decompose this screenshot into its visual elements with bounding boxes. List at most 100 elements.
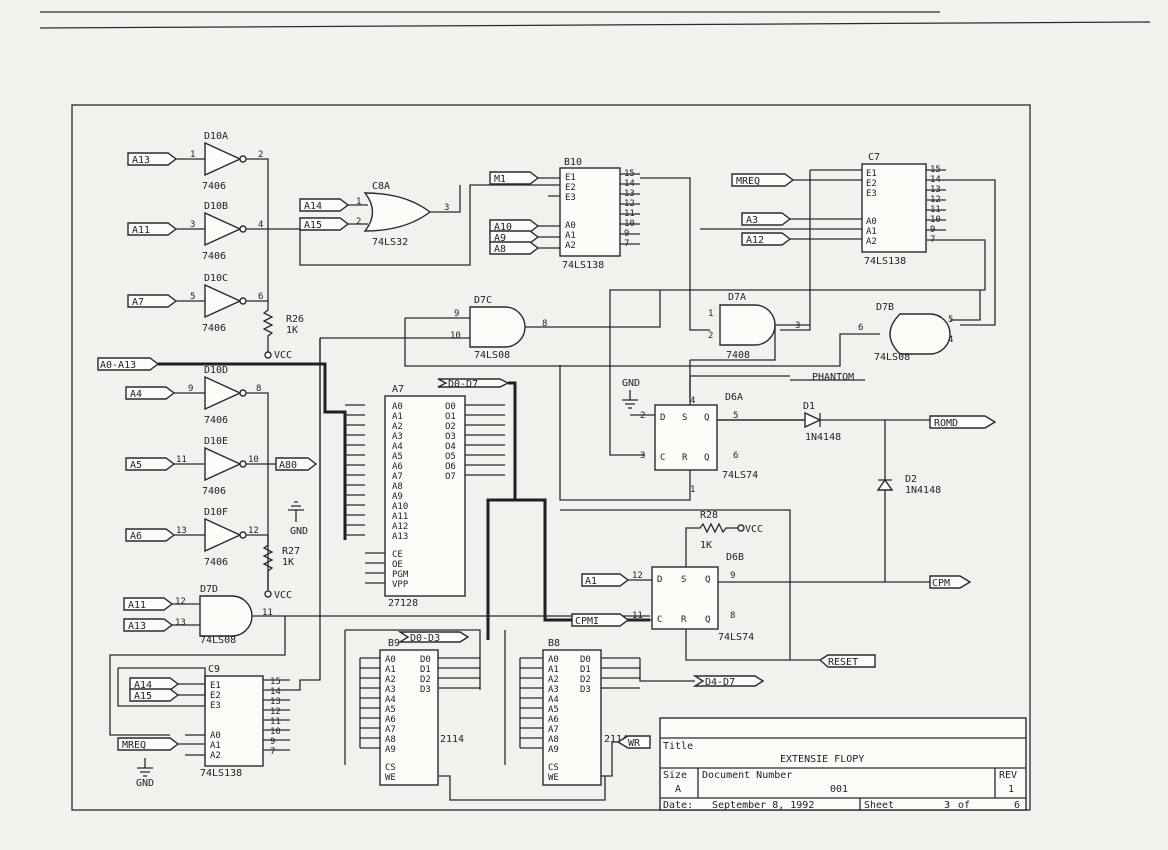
port-a6: A6 [125,528,176,542]
svg-text:E1: E1 [565,173,576,183]
svg-text:R28: R28 [700,510,718,521]
svg-text:D7A: D7A [728,292,746,303]
svg-text:D3: D3 [420,685,431,695]
svg-text:A9: A9 [548,745,559,755]
port-m1: M1 [489,171,540,185]
svg-text:Q: Q [704,453,709,463]
sheet-value: 3 [944,800,950,811]
svg-text:D10F: D10F [204,507,228,518]
d10b-part: 7406 [202,251,226,262]
svg-text:A3: A3 [392,432,403,442]
svg-text:A0-A13: A0-A13 [100,360,136,371]
svg-text:1K: 1K [282,557,294,568]
svg-text:1: 1 [356,197,361,207]
svg-text:A9: A9 [494,233,506,244]
svg-text:M1: M1 [494,174,506,185]
svg-text:5: 5 [190,292,195,302]
d10b-ref: D10B [204,201,228,212]
svg-text:A6: A6 [548,715,559,725]
svg-text:8: 8 [542,319,547,329]
port-reset: RESET [818,654,876,668]
svg-text:9: 9 [730,571,735,581]
svg-text:A12: A12 [392,522,408,532]
svg-text:A6: A6 [385,715,396,725]
svg-text:O0: O0 [445,402,456,412]
svg-text:6: 6 [733,451,738,461]
ground-symbol-1: GND [288,501,308,537]
svg-text:RESET: RESET [828,657,858,668]
svg-text:E2: E2 [565,183,576,193]
svg-text:A4: A4 [548,695,559,705]
port-cpm: CPM [929,575,972,589]
svg-text:3: 3 [795,321,800,331]
svg-text:A4: A4 [385,695,396,705]
svg-text:E3: E3 [866,189,877,199]
svg-text:A7: A7 [385,725,396,735]
svg-text:CS: CS [548,763,559,773]
port-d4-d7: D4-D7 [692,675,765,688]
svg-text:O7: O7 [445,472,456,482]
svg-text:A5: A5 [548,705,559,715]
svg-text:14: 14 [270,687,281,697]
svg-text:A4: A4 [130,389,142,400]
svg-text:A12: A12 [746,235,764,246]
port-a11: A11 [127,222,178,236]
svg-text:D6B: D6B [726,552,744,563]
svg-text:74LS08: 74LS08 [874,352,910,363]
svg-text:R26: R26 [286,314,304,325]
svg-text:VCC: VCC [745,524,763,535]
svg-text:4: 4 [690,396,695,406]
svg-text:A1: A1 [866,227,877,237]
svg-text:O4: O4 [445,442,456,452]
port-romd: ROMD [929,415,997,429]
svg-text:CS: CS [385,763,396,773]
svg-text:2114: 2114 [440,734,464,745]
svg-text:A1: A1 [385,665,396,675]
svg-text:12: 12 [270,707,281,717]
svg-text:Q: Q [705,615,710,625]
svg-text:PGM: PGM [392,570,409,580]
port-mreq: MREQ [731,173,795,187]
svg-text:10: 10 [450,331,461,341]
svg-text:D6A: D6A [725,392,743,403]
svg-text:A1: A1 [585,576,597,587]
svg-text:7406: 7406 [204,415,228,426]
svg-text:S: S [681,575,686,585]
d10c-part: 7406 [202,323,226,334]
date-label: Date: [663,800,693,811]
svg-text:8: 8 [730,611,735,621]
svg-text:D: D [657,575,662,585]
svg-text:A0: A0 [210,731,221,741]
svg-text:A15: A15 [304,220,322,231]
or-gate-c8a: C8A 74LS32 123 [356,181,449,248]
svg-text:O2: O2 [445,422,456,432]
port-mreq-c9: MREQ [117,737,180,751]
svg-text:1K: 1K [286,325,298,336]
port-a0-a13: A0-A13 [97,357,160,371]
svg-text:WE: WE [385,773,396,783]
svg-text:74LS138: 74LS138 [864,256,906,267]
svg-text:Q: Q [704,413,709,423]
port-a8: A8 [489,241,540,255]
svg-text:27128: 27128 [388,598,418,609]
svg-text:A11: A11 [392,512,408,522]
title-value: EXTENSIE FLOPY [780,754,864,765]
svg-text:6: 6 [258,292,263,302]
svg-text:A4: A4 [392,442,403,452]
svg-text:7: 7 [270,747,275,757]
title-block: Title EXTENSIE FLOPY Size A Document Num… [659,717,1027,811]
svg-text:15: 15 [270,677,281,687]
resistor-r26: R26 1K VCC [262,301,304,361]
svg-text:VPP: VPP [392,580,409,590]
svg-text:A13: A13 [132,155,150,166]
port-a13: A13 [127,152,178,166]
date-value: September 8, 1992 [712,800,814,811]
svg-text:A11: A11 [128,600,146,611]
svg-text:C7: C7 [868,152,880,163]
